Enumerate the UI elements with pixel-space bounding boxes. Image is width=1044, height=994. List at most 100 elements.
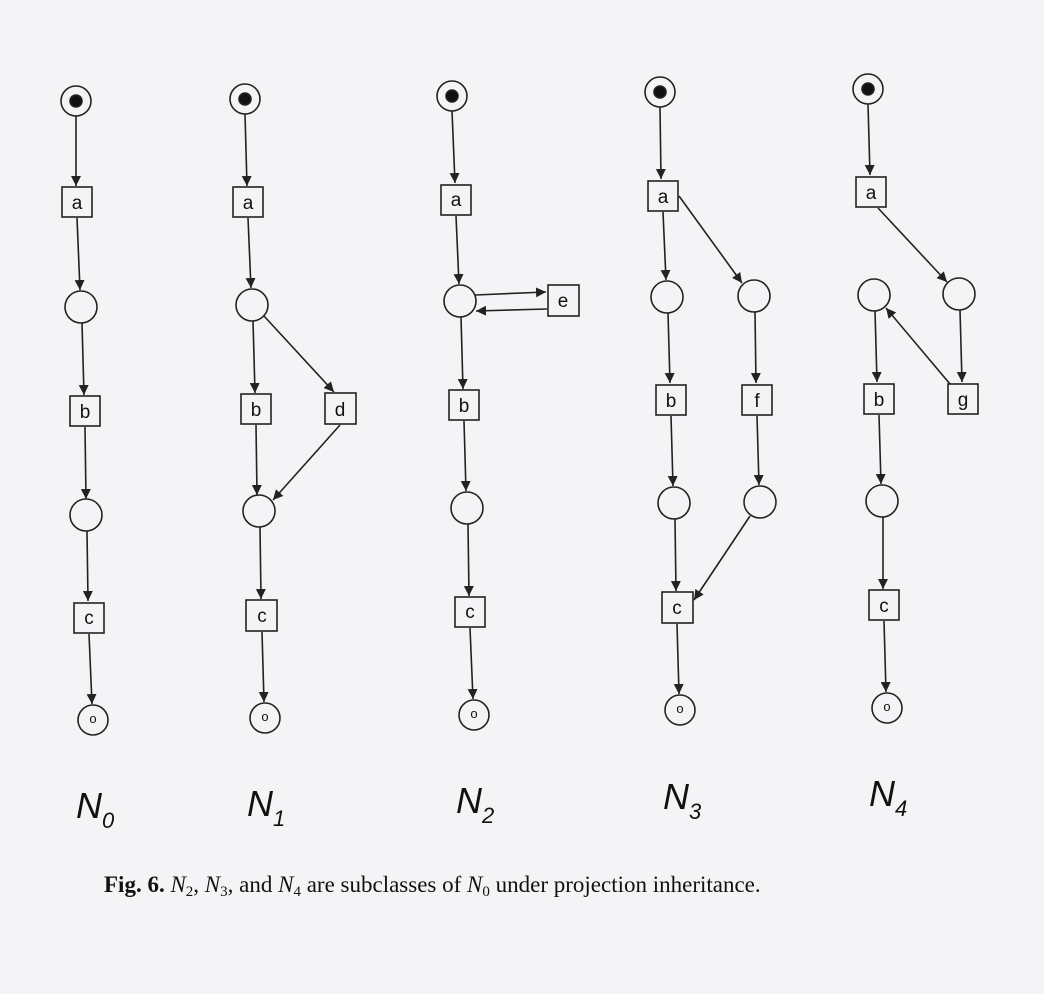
transition-b <box>655 384 687 416</box>
label-n1-a: a <box>243 193 254 214</box>
label-n4-b: b <box>874 390 885 411</box>
place <box>235 288 269 322</box>
arc <box>78 322 89 396</box>
label-n2-e: e <box>558 291 569 312</box>
net-name-n1: N1 <box>247 783 285 831</box>
transition-c <box>454 596 486 628</box>
initial-token <box>861 82 875 96</box>
label-n4-g: g <box>958 390 969 411</box>
arc <box>475 305 548 316</box>
arc <box>660 211 671 281</box>
arc <box>670 518 681 592</box>
arc <box>877 207 948 283</box>
transition-b <box>863 383 895 415</box>
net-name-n2: N2 <box>456 780 494 828</box>
transition-b <box>448 389 480 421</box>
transition-c <box>868 589 900 621</box>
transition-c <box>661 591 694 624</box>
arc <box>86 633 97 705</box>
final-label-n2: o <box>470 706 477 721</box>
arc <box>871 310 882 383</box>
arc <box>664 312 675 384</box>
arc <box>463 523 474 597</box>
arc <box>241 113 252 187</box>
final-place <box>664 694 696 726</box>
transition-a <box>61 186 93 218</box>
place <box>242 494 276 528</box>
final-place <box>458 699 490 731</box>
transition-labels: a b c a b d c a e b c a b f c a g b c <box>72 183 969 629</box>
place <box>450 491 484 525</box>
label-n1-d: d <box>335 400 346 421</box>
arc <box>255 526 266 600</box>
net-n0 <box>60 85 109 736</box>
arc <box>453 215 464 285</box>
arc <box>272 424 341 501</box>
final-place <box>77 704 109 736</box>
label-n1-b: b <box>251 400 262 421</box>
initial-token <box>653 85 667 99</box>
initial-token <box>69 94 83 108</box>
net-n2 <box>436 80 580 731</box>
place <box>64 290 98 324</box>
arc <box>80 426 91 500</box>
transition-g <box>947 383 979 415</box>
place <box>650 280 684 314</box>
place <box>657 486 691 520</box>
place <box>69 498 103 532</box>
net-n1 <box>229 83 357 734</box>
net-name-n3: N3 <box>663 776 702 824</box>
arc <box>753 415 764 486</box>
net-names: N0 N1 N2 N3 N4 <box>76 773 907 833</box>
initial-token <box>238 92 252 106</box>
net-n3 <box>644 76 777 726</box>
place <box>737 279 771 313</box>
transition-d <box>324 392 357 425</box>
net-name-n4: N4 <box>869 773 907 821</box>
arc <box>673 623 684 695</box>
label-n2-c: c <box>465 602 475 623</box>
transition-b <box>240 393 272 425</box>
transition-c <box>73 602 105 634</box>
net-n4 <box>852 73 979 724</box>
label-n4-c: c <box>879 596 889 617</box>
arc <box>449 110 460 184</box>
arc <box>655 106 666 180</box>
arc <box>885 307 951 385</box>
final-label-n4: o <box>883 699 890 714</box>
final-label-n0: o <box>89 711 96 726</box>
arc <box>474 287 547 298</box>
transition-b <box>69 395 101 427</box>
label-n0-a: a <box>72 193 83 214</box>
label-n4-a: a <box>866 183 877 204</box>
final-label-n3: o <box>676 701 683 716</box>
place <box>857 278 891 312</box>
arc <box>457 316 468 390</box>
label-n0-c: c <box>84 608 94 629</box>
arc <box>875 414 886 485</box>
place <box>743 485 777 519</box>
transition-a <box>440 184 472 216</box>
place <box>865 484 899 518</box>
label-n3-a: a <box>658 187 669 208</box>
label-n3-b: b <box>666 391 677 412</box>
transition-f <box>741 384 773 416</box>
label-n3-c: c <box>672 598 682 619</box>
arc <box>82 530 93 602</box>
label-n2-b: b <box>459 396 470 417</box>
arc <box>956 309 967 383</box>
final-label-n1: o <box>261 709 268 724</box>
arc <box>750 311 761 384</box>
transition-e <box>547 284 580 317</box>
arc <box>693 515 751 601</box>
figure-caption: Fig. 6. N2, N3, and N4 are subclasses of… <box>104 872 761 900</box>
arc <box>74 217 85 291</box>
arc <box>245 217 256 289</box>
arc <box>263 315 335 393</box>
arc <box>251 424 262 496</box>
initial-token <box>445 89 459 103</box>
arc <box>467 627 478 700</box>
label-n1-c: c <box>257 606 267 627</box>
label-n0-b: b <box>80 402 91 423</box>
